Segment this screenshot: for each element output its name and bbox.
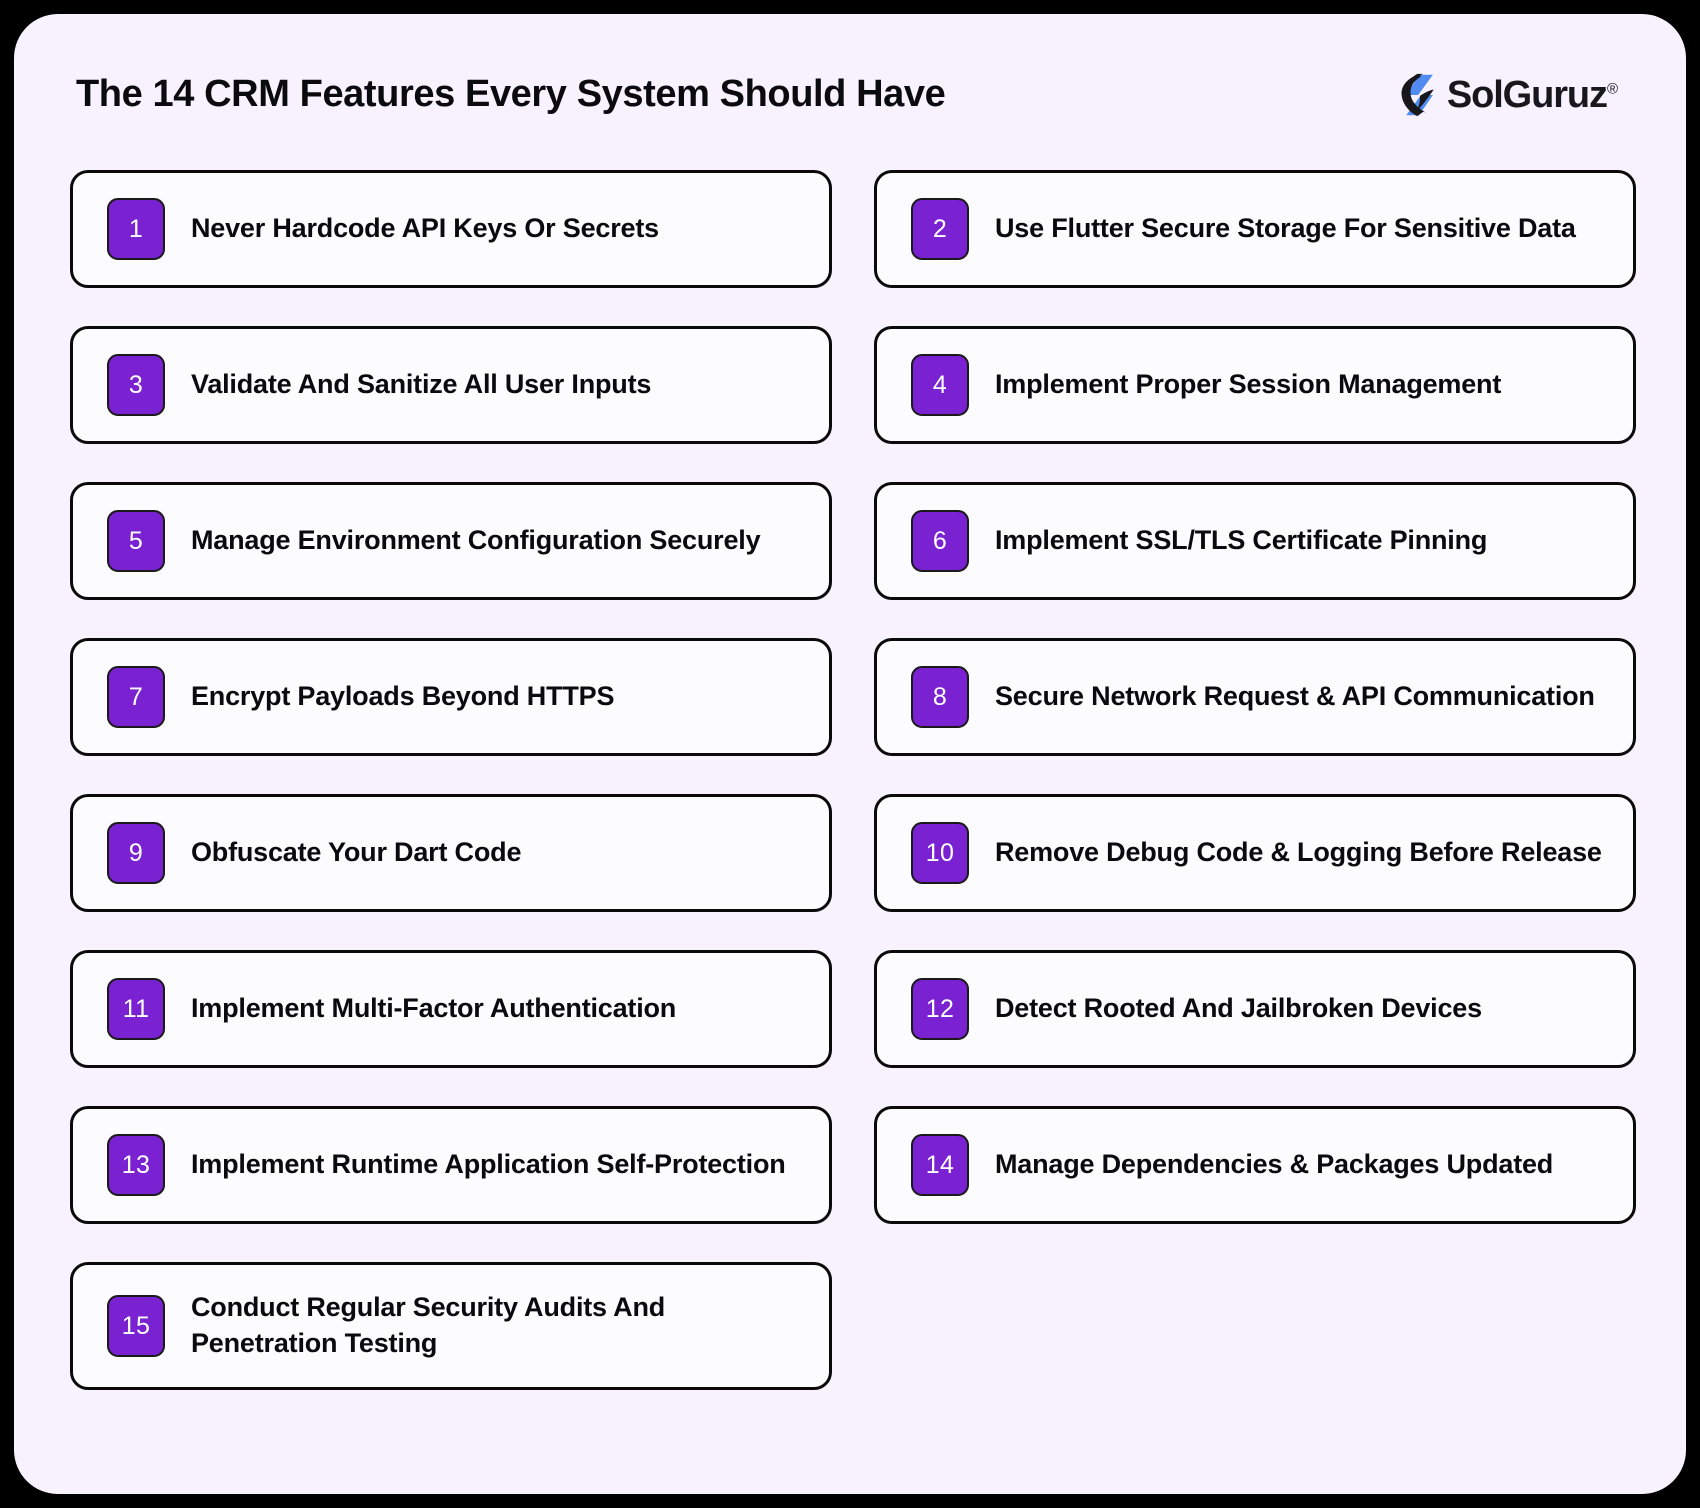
card-label: Never Hardcode API Keys Or Secrets <box>191 213 659 244</box>
feature-card-6[interactable]: 6 Implement SSL/TLS Certificate Pinning <box>874 482 1636 600</box>
feature-card-14[interactable]: 14 Manage Dependencies & Packages Update… <box>874 1106 1636 1224</box>
feature-card-3[interactable]: 3 Validate And Sanitize All User Inputs <box>70 326 832 444</box>
header: The 14 CRM Features Every System Should … <box>70 60 1630 156</box>
page-title: The 14 CRM Features Every System Should … <box>76 73 946 115</box>
feature-card-grid: 1 Never Hardcode API Keys Or Secrets 2 U… <box>70 170 1636 1390</box>
card-number-badge: 8 <box>911 666 969 728</box>
card-label: Manage Dependencies & Packages Updated <box>995 1149 1554 1180</box>
feature-card-5[interactable]: 5 Manage Environment Configuration Secur… <box>70 482 832 600</box>
registered-mark: ® <box>1606 80 1618 98</box>
card-number-badge: 2 <box>911 198 969 260</box>
card-label: Implement Proper Session Management <box>995 369 1502 400</box>
logo-name: SolGuruz <box>1446 74 1608 116</box>
feature-card-8[interactable]: 8 Secure Network Request & API Communica… <box>874 638 1636 756</box>
feature-card-12[interactable]: 12 Detect Rooted And Jailbroken Devices <box>874 950 1636 1068</box>
feature-card-7[interactable]: 7 Encrypt Payloads Beyond HTTPS <box>70 638 832 756</box>
card-number-badge: 9 <box>107 822 165 884</box>
card-number-badge: 10 <box>911 822 969 884</box>
card-label: Secure Network Request & API Communicati… <box>995 681 1595 712</box>
card-label: Obfuscate Your Dart Code <box>191 837 522 868</box>
card-number-badge: 1 <box>107 198 165 260</box>
card-label: Implement Multi-Factor Authentication <box>191 993 677 1024</box>
card-number-badge: 12 <box>911 978 969 1040</box>
feature-card-1[interactable]: 1 Never Hardcode API Keys Or Secrets <box>70 170 832 288</box>
card-number-badge: 4 <box>911 354 969 416</box>
card-label-line-2: Penetration Testing <box>191 1328 438 1358</box>
feature-card-11[interactable]: 11 Implement Multi-Factor Authentication <box>70 950 832 1068</box>
card-number-badge: 11 <box>107 978 165 1040</box>
solguruz-swoosh-icon <box>1401 73 1434 117</box>
card-label: Encrypt Payloads Beyond HTTPS <box>191 681 615 712</box>
card-number-badge: 15 <box>107 1295 165 1357</box>
card-number-badge: 13 <box>107 1134 165 1196</box>
card-label: Validate And Sanitize All User Inputs <box>191 369 652 400</box>
card-label-line-1: Conduct Regular Security Audits And <box>191 1292 666 1323</box>
infographic-panel: The 14 CRM Features Every System Should … <box>14 14 1686 1494</box>
card-number-badge: 3 <box>107 354 165 416</box>
card-label: Implement SSL/TLS Certificate Pinning <box>995 525 1488 556</box>
card-label: Detect Rooted And Jailbroken Devices <box>995 993 1482 1024</box>
feature-card-10[interactable]: 10 Remove Debug Code & Logging Before Re… <box>874 794 1636 912</box>
card-number-badge: 14 <box>911 1134 969 1196</box>
card-number-badge: 7 <box>107 666 165 728</box>
card-number-badge: 5 <box>107 510 165 572</box>
feature-card-9[interactable]: 9 Obfuscate Your Dart Code <box>70 794 832 912</box>
card-label: Manage Environment Configuration Securel… <box>191 525 761 556</box>
card-label: Remove Debug Code & Logging Before Relea… <box>995 837 1602 868</box>
card-number-badge: 6 <box>911 510 969 572</box>
card-label: Implement Runtime Application Self-Prote… <box>191 1149 786 1180</box>
card-label: Use Flutter Secure Storage For Sensitive… <box>995 213 1576 244</box>
logo-wordmark: SolGuruz® <box>1447 76 1618 114</box>
feature-card-13[interactable]: 13 Implement Runtime Application Self-Pr… <box>70 1106 832 1224</box>
feature-card-4[interactable]: 4 Implement Proper Session Management <box>874 326 1636 444</box>
feature-card-2[interactable]: 2 Use Flutter Secure Storage For Sensiti… <box>874 170 1636 288</box>
brand-logo: SolGuruz® <box>1397 72 1618 118</box>
